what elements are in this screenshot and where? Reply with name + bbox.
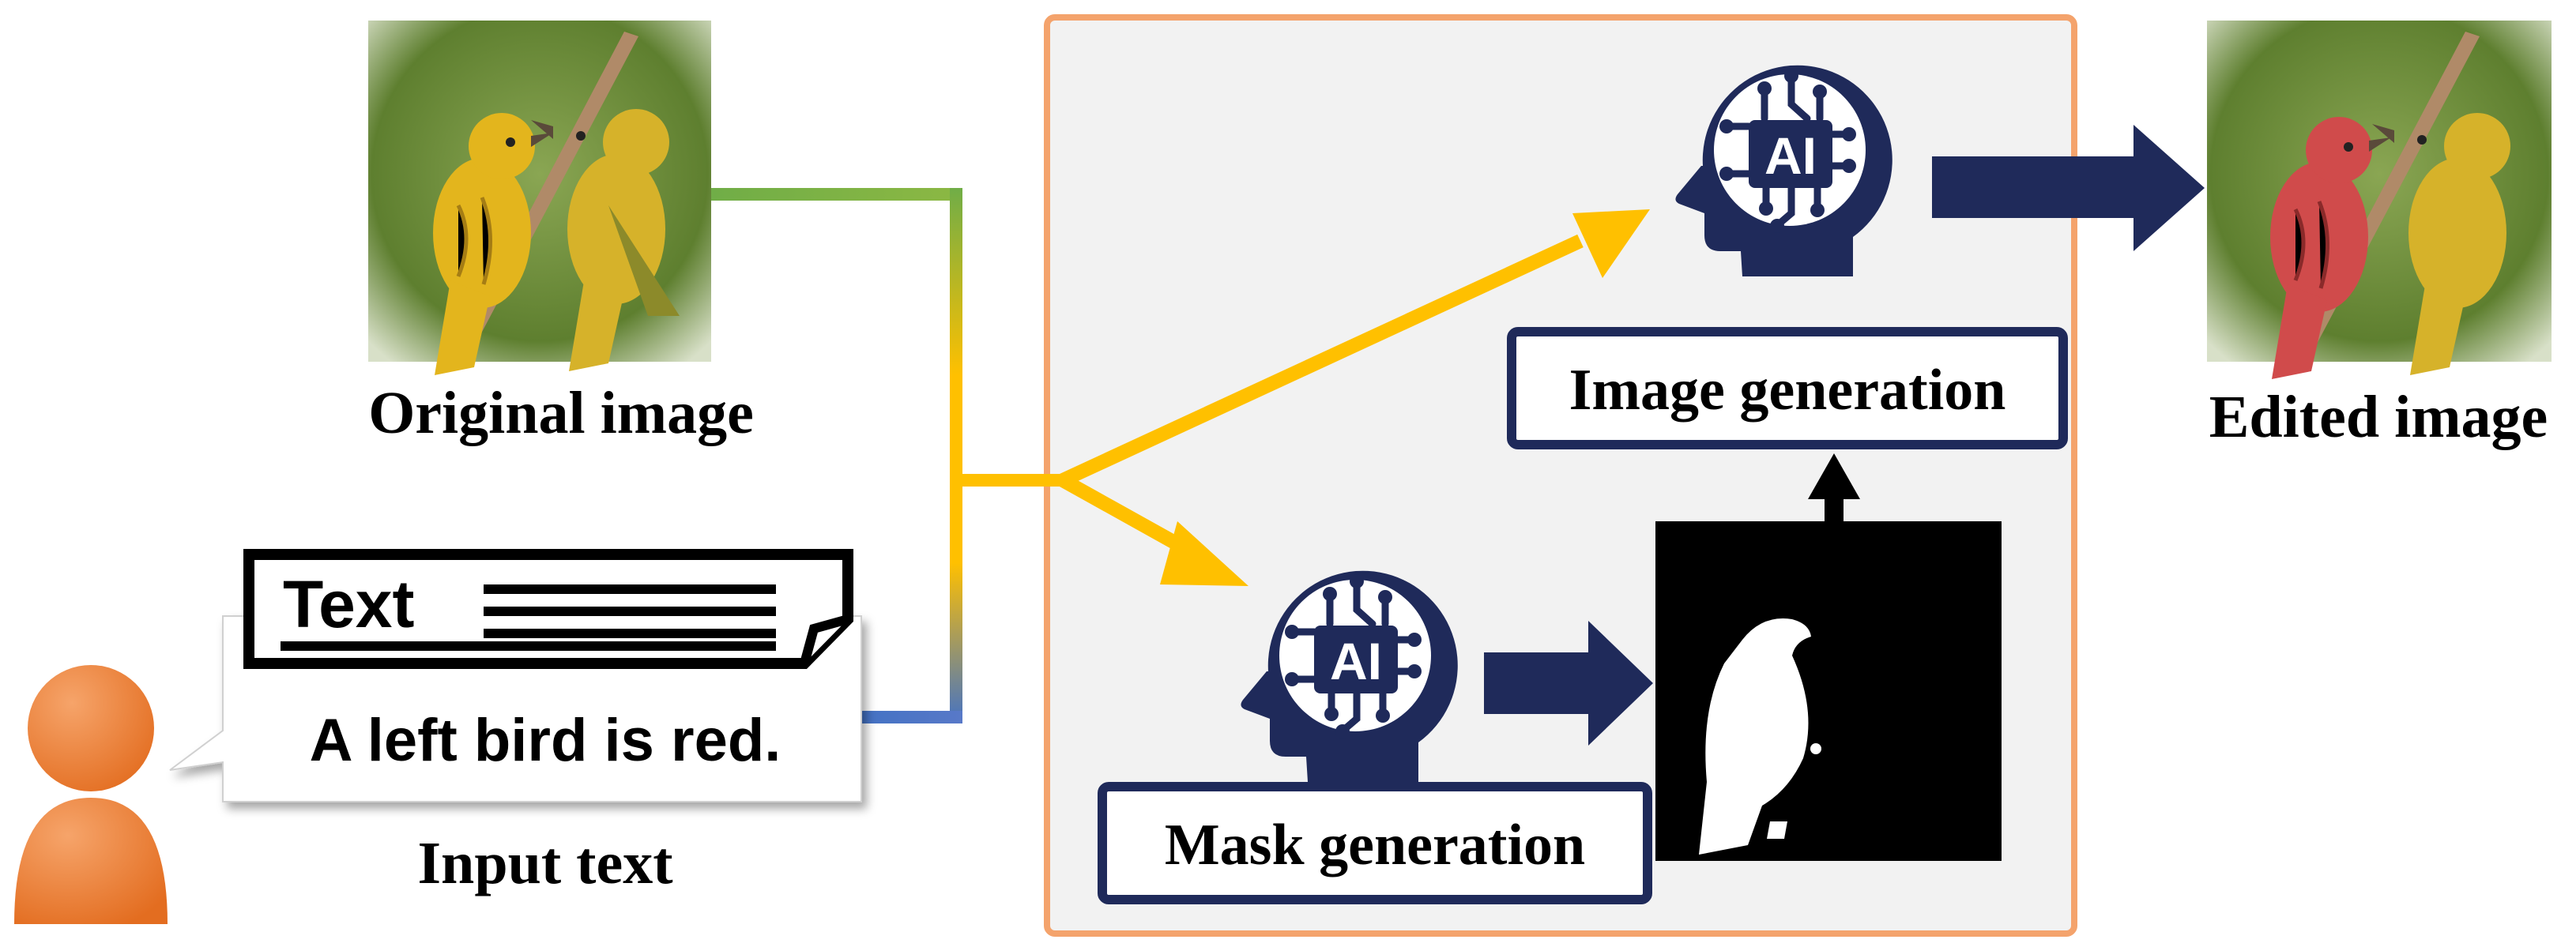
split-arrow-to-mask-generation	[1059, 474, 1248, 586]
mask-to-image-generation-arrow	[1808, 453, 1860, 523]
mask-generation-label: Mask generation	[1165, 813, 1585, 877]
mask-bird-silhouette	[1699, 618, 1811, 855]
original-image-photo	[368, 21, 711, 375]
input-connector	[711, 188, 1067, 723]
mask-generation-box: Mask generation	[1098, 782, 1652, 904]
user-avatar	[14, 665, 168, 924]
mask-output-arrow	[1484, 621, 1653, 746]
image-generation-ai-head: AI	[1675, 66, 1892, 276]
edited-image-photo	[2207, 21, 2552, 379]
output-arrow	[1932, 125, 2205, 251]
original-image-label: Original image	[368, 380, 754, 446]
image-generation-label: Image generation	[1569, 358, 2006, 423]
edited-image-label: Edited image	[2209, 384, 2548, 450]
text-document-heading: Text	[283, 567, 414, 641]
image-generation-box: Image generation	[1507, 327, 2068, 449]
text-document-icon: Text	[243, 549, 853, 669]
ai-label: AI	[1330, 632, 1382, 690]
input-text-prompt: A left bird is red.	[310, 707, 781, 774]
ai-label: AI	[1764, 126, 1817, 185]
input-text-label: Input text	[417, 830, 672, 896]
mask-image	[1655, 521, 2002, 861]
mask-generation-ai-head: AI	[1241, 571, 1457, 782]
split-arrow-to-image-generation	[1060, 209, 1650, 487]
